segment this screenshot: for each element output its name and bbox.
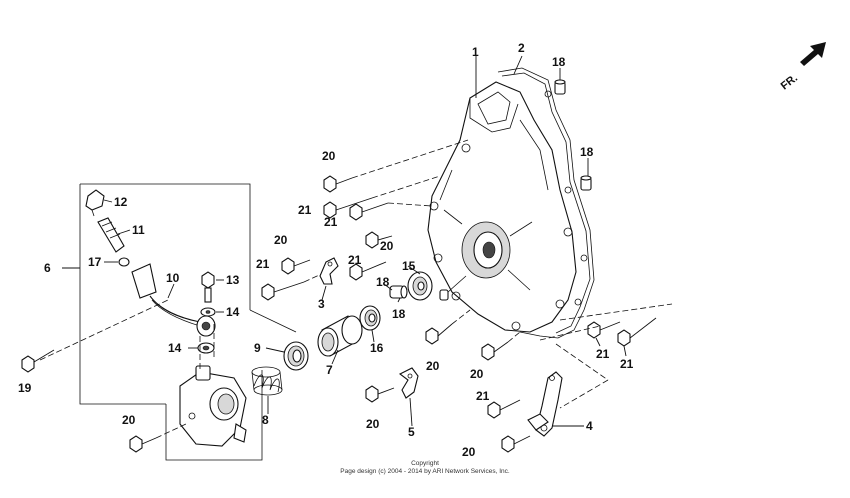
callout-3: 3: [318, 297, 325, 311]
callout-14-upper: 14: [226, 305, 240, 319]
cover-bolts: [21, 139, 657, 453]
piston-spring: [251, 366, 283, 396]
slave-cylinder-assembly-box: [62, 183, 297, 461]
bleeder-cap: [85, 189, 105, 217]
callout-21-f: 21: [620, 357, 634, 371]
rear-case-cover: [427, 67, 595, 339]
collar: [389, 285, 408, 299]
callout-1: 1: [472, 45, 479, 59]
callouts: 1 2 3 4 5 6 7 8 9 10 11 12 13 14 14 15 1…: [18, 41, 634, 459]
callout-20-lowright: 20: [470, 367, 484, 381]
callout-8: 8: [262, 413, 269, 427]
callout-10: 10: [166, 271, 180, 285]
callout-21-b: 21: [324, 215, 338, 229]
callout-20-bottom-right: 20: [462, 445, 476, 459]
callout-17: 17: [88, 255, 102, 269]
callout-20-top: 20: [322, 149, 336, 163]
wire-clamp: [319, 257, 339, 285]
oil-seal: [359, 305, 381, 331]
mounting-bracket: [398, 367, 419, 399]
callout-19: 19: [18, 381, 32, 395]
bleeder-screw: [97, 217, 125, 253]
callout-11: 11: [132, 223, 145, 237]
callout-18-right: 18: [580, 145, 594, 159]
fr-label: FR.: [779, 72, 800, 92]
dowel-pin-small: [439, 289, 449, 301]
o-ring: [118, 257, 130, 267]
callout-20-lowmid: 20: [426, 359, 440, 373]
callout-21-g: 21: [476, 389, 490, 403]
callout-21-d: 21: [348, 253, 362, 267]
stay-plate: [527, 371, 563, 437]
callout-15: 15: [402, 259, 416, 273]
callout-16: 16: [370, 341, 384, 355]
callout-18-collar: 18: [376, 275, 390, 289]
oil-bolt: [201, 271, 215, 303]
callout-20-bottom: 20: [366, 417, 380, 431]
callout-4: 4: [586, 419, 593, 433]
copyright-notice: Page design (c) 2004 - 2014 by ARI Netwo…: [340, 468, 510, 475]
callout-20-left: 20: [274, 233, 288, 247]
callout-6: 6: [44, 261, 51, 275]
slave-cylinder-body: [179, 365, 247, 447]
callout-21-a: 21: [298, 203, 312, 217]
slave-cylinder-piston: [317, 315, 363, 357]
callout-18-top: 18: [552, 55, 566, 69]
callout-13: 13: [226, 273, 240, 287]
callout-2: 2: [518, 41, 525, 55]
dowel-pin-upper: [554, 79, 566, 95]
callout-20-mid: 20: [380, 239, 394, 253]
front-direction-arrow-icon: FR.: [779, 42, 826, 92]
callout-20-left-bottom: 20: [122, 413, 136, 427]
callout-7: 7: [326, 363, 333, 377]
callout-leaders: [103, 55, 627, 427]
callout-14-lower: 14: [168, 341, 182, 355]
callout-5: 5: [408, 425, 415, 439]
bearing: [407, 271, 433, 301]
piston-seal: [283, 341, 309, 371]
callout-9: 9: [254, 341, 261, 355]
dowel-pin-middle: [580, 175, 592, 191]
callout-12: 12: [114, 195, 128, 209]
callout-21-c: 21: [256, 257, 270, 271]
copyright-label: Copyright: [411, 460, 439, 467]
callout-18-pin: 18: [392, 307, 406, 321]
callout-21-e: 21: [596, 347, 610, 361]
